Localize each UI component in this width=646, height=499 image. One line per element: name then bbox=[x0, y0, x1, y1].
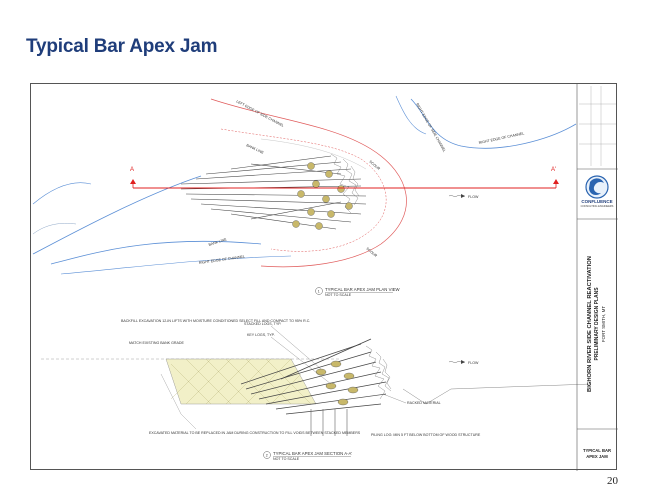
bank-line bbox=[50, 240, 262, 265]
scour-outline-inner bbox=[220, 128, 387, 252]
section-marker-left: A bbox=[130, 167, 134, 173]
project-line1: BIGHORN RIVER SIDE CHANNEL REACTIVATION bbox=[587, 256, 593, 392]
right-edge-channel-line bbox=[410, 98, 577, 149]
section-stacked-logs bbox=[240, 338, 387, 415]
caption-bubble-section bbox=[263, 451, 271, 459]
section-marker-right: A' bbox=[551, 167, 556, 173]
plan-racked-material bbox=[330, 153, 360, 214]
caption-title-plan: TYPICAL BAR APEX JAM PLAN VIEW bbox=[325, 287, 401, 292]
caption-scale-plan: NOT TO SCALE bbox=[325, 293, 352, 297]
drawing-sheet: A A' LEFT EDGE OF SIDE CHANNEL RIGHT EDG… bbox=[30, 83, 618, 471]
backfill-area bbox=[165, 358, 317, 405]
label-right-edge-channel-lower: RIGHT EDGE OF CHANNEL bbox=[199, 255, 246, 265]
note-excavated: EXCAVATED MATERIAL TO BE REPLACED IN JAM… bbox=[149, 431, 361, 435]
company-name: CONFLUENCE bbox=[581, 199, 612, 204]
ground-right bbox=[402, 383, 592, 405]
section-racked-material bbox=[365, 345, 392, 400]
note-stacked-logs: STACKED LOGS, TYP. bbox=[244, 322, 281, 326]
caption-number-plan: 1 bbox=[318, 289, 320, 293]
label-flow-section: FLOW bbox=[468, 361, 479, 365]
ground-left bbox=[160, 373, 197, 430]
label-bank-line-top: BANK LINE bbox=[246, 143, 265, 155]
caption-scale-section: NOT TO SCALE bbox=[273, 457, 300, 461]
note-backfill: BACKFILL EXCAVATION 12-IN LIFTS WITH MOI… bbox=[121, 319, 310, 323]
label-scour-bottom: SCOUR bbox=[365, 247, 378, 259]
contour-line-b bbox=[260, 138, 367, 170]
section-arrow-right bbox=[553, 179, 559, 184]
project-line2: PRELIMINARY DESIGN PLANS bbox=[594, 287, 600, 361]
label-right-edge-channel: RIGHT EDGE OF CHANNEL bbox=[478, 131, 524, 145]
label-scour-top: SCOUR bbox=[368, 160, 381, 172]
label-bank-line-bottom: BANK LINE bbox=[208, 237, 228, 247]
section-view: BACKFILL EXCAVATION 12-IN LIFTS WITH MOI… bbox=[41, 319, 592, 461]
contour-line bbox=[32, 223, 77, 235]
note-match-grade: MATCH EXISTING BANK GRADE bbox=[129, 341, 184, 345]
project-line3: FORT SMITH, MT bbox=[601, 306, 606, 343]
right-edge-side-channel-line bbox=[395, 95, 427, 135]
plan-key-logs bbox=[292, 162, 353, 230]
caption-bubble-plan bbox=[315, 287, 323, 295]
page-number: 20 bbox=[607, 475, 618, 487]
right-edge-channel-lower-line bbox=[60, 255, 292, 275]
engineering-drawing: A A' LEFT EDGE OF SIDE CHANNEL RIGHT EDG… bbox=[32, 84, 618, 471]
note-racked-material: RACKED MATERIAL bbox=[407, 401, 441, 405]
section-arrow-left bbox=[130, 179, 136, 184]
piling-logs bbox=[310, 409, 348, 436]
left-channel-edge-line bbox=[32, 175, 202, 255]
section-key-logs bbox=[315, 360, 359, 406]
caption-number-section: 2 bbox=[266, 453, 268, 457]
note-key-logs: KEY LOGS, TYP. bbox=[247, 333, 275, 337]
company-sub: CONSULTING ENGINEERS bbox=[581, 204, 614, 208]
sheet-title-line1: TYPICAL BAR bbox=[583, 448, 611, 453]
label-right-edge-side-channel: RIGHT EDGE OF SIDE CHANNEL bbox=[415, 103, 446, 153]
slide-title: Typical Bar Apex Jam bbox=[26, 36, 218, 57]
project-title-block: BIGHORN RIVER SIDE CHANNEL REACTIVATION … bbox=[587, 256, 606, 392]
plan-jam-logs bbox=[180, 155, 367, 230]
caption-title-section: TYPICAL BAR APEX JAM SECTION A-A' bbox=[273, 451, 352, 456]
scour-outline-outer bbox=[210, 98, 407, 268]
sheet-title-line2: APEX JAM bbox=[586, 454, 608, 459]
label-left-edge-side-channel: LEFT EDGE OF SIDE CHANNEL bbox=[236, 99, 285, 128]
revision-table bbox=[579, 86, 616, 166]
note-piling: PILING LOG: MIN 5 FT BELOW BOTTOM OF WOO… bbox=[371, 433, 481, 437]
channel-edge-line-a bbox=[32, 182, 92, 205]
title-block: CONFLUENCE CONSULTING ENGINEERS BIGHORN … bbox=[576, 84, 618, 471]
plan-view: A A' LEFT EDGE OF SIDE CHANNEL RIGHT EDG… bbox=[32, 95, 577, 297]
label-flow-plan: FLOW bbox=[468, 195, 479, 199]
